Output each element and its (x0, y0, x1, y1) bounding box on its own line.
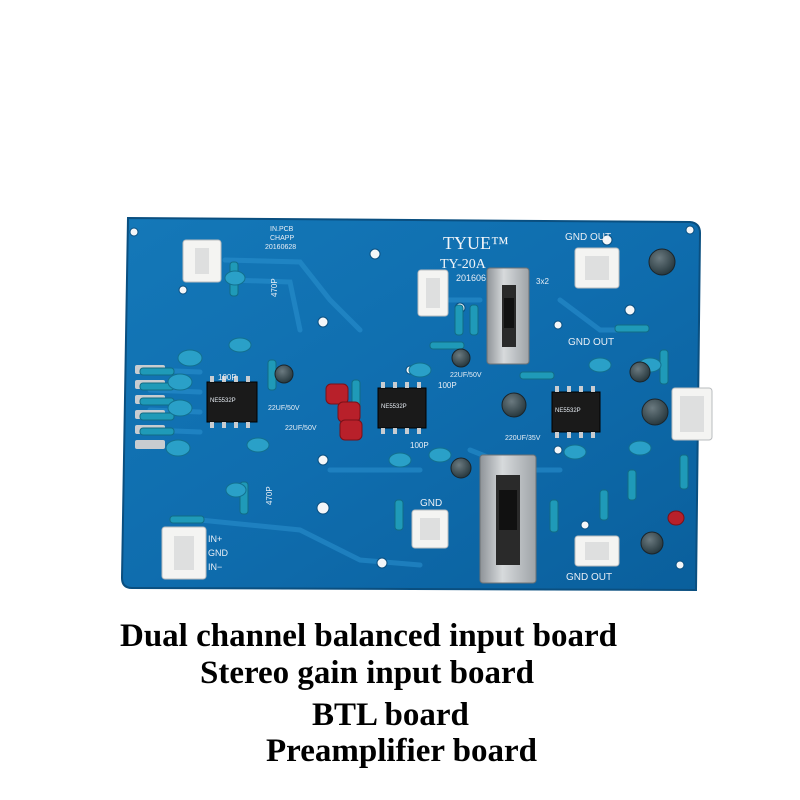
mounting-holes (129, 225, 695, 570)
cap-label-22uf-b: 22UF/50V (285, 425, 317, 432)
ic-label-a: NE5532P (210, 398, 236, 404)
caption-line-4: Preamplifier board (266, 733, 537, 769)
slide-switch-bottom (479, 454, 537, 584)
pcb-board-photo: TYUE™ TY-20A 201606 IN.PCB CHAPP 2016062… (120, 216, 713, 592)
cap-label-470p-a: 470P (270, 278, 279, 297)
cap-label-470p-b: 470P (265, 486, 274, 505)
cap-label-100p-c: 100P (410, 441, 429, 450)
in-plus-label: IN+ (208, 534, 222, 544)
cap-label-100p-b: 100P (438, 381, 457, 390)
gnd-out-top-label: GND OUT (565, 232, 611, 243)
cap-label-220uf: 220UF/35V (505, 435, 541, 442)
caption-line-1: Dual channel balanced input board (120, 618, 617, 654)
film-capacitors (325, 383, 685, 526)
ic-label-c: NE5532P (555, 408, 581, 414)
brand-label: TYUE™ (443, 233, 509, 253)
caption-line-2: Stereo gain input board (200, 655, 535, 691)
cap-label-22uf-a: 22UF/50V (268, 405, 300, 412)
pcb-note-3: 20160628 (265, 244, 296, 251)
ic-label-b: NE5532P (381, 404, 407, 410)
cap-label-22uf-c: 22UF/50V (450, 372, 482, 379)
op-amp-ics (206, 381, 601, 433)
cap-label-100p-a: 100P (218, 373, 237, 382)
gnd-left-label: GND (208, 548, 229, 558)
gnd-center-label: GND (420, 498, 442, 509)
date-label: 201606 (456, 273, 486, 283)
ceramic-capacitors (165, 270, 662, 498)
gnd-out-bottom-label: GND OUT (566, 572, 612, 583)
electrolytic-capacitors (274, 248, 676, 555)
model-label: TY-20A (440, 257, 487, 272)
caption-line-3: BTL board (312, 697, 469, 733)
in-minus-label: IN− (208, 562, 222, 572)
switch-note-label: 3x2 (536, 277, 549, 286)
slide-switch-top (486, 267, 530, 365)
pcb-note-1: IN.PCB (270, 226, 294, 233)
pcb-note-2: CHAPP (270, 235, 294, 242)
gnd-out-mid-label: GND OUT (568, 337, 614, 348)
resistors (139, 261, 689, 533)
